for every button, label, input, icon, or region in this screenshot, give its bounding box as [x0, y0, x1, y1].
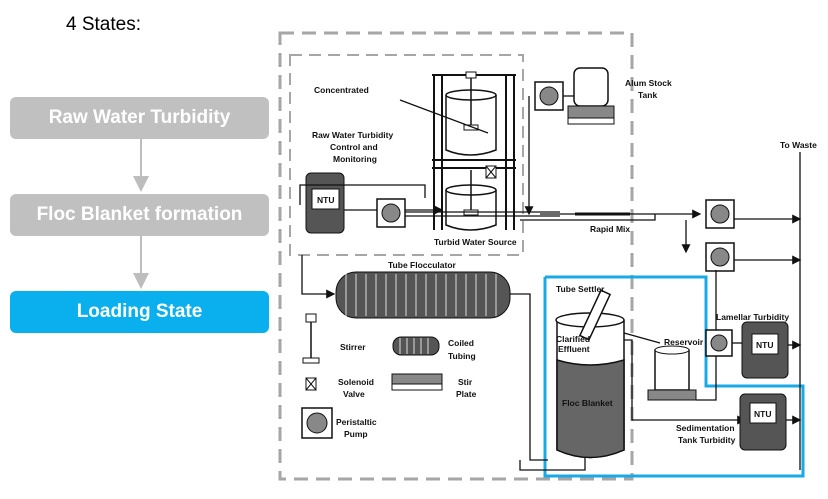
raw-water-label-3: Monitoring	[333, 154, 377, 164]
legend-pump-label: Pump	[344, 429, 368, 439]
state-label: Floc Blanket formation	[36, 204, 243, 225]
legend-stir-plate-icon	[391, 373, 443, 391]
stand-frame	[432, 74, 516, 230]
raw-water-ntu-meter	[305, 172, 345, 234]
state-label: Raw Water Turbidity	[48, 107, 231, 128]
raw-water-label: Raw Water Turbidity	[312, 130, 394, 140]
state-label: Loading State	[76, 301, 203, 322]
state-floc-blanket-formation[interactable]: Floc Blanket formation	[10, 194, 269, 236]
effluent-label: Effluent	[558, 344, 590, 354]
floc-blanket-label: Floc Blanket	[562, 398, 613, 408]
raw-water-dashed-box	[289, 54, 524, 256]
tube-flocculator-label: Tube Flocculator	[388, 260, 457, 270]
legend-solenoid-valve-icon	[305, 377, 317, 391]
lamellar-ntu-meter	[741, 321, 789, 379]
legend-peristaltic-pump-icon	[301, 407, 333, 439]
state-raw-water-turbidity[interactable]: Raw Water Turbidity	[10, 97, 269, 139]
loading-state-highlight	[543, 275, 805, 478]
tube-settler-label: Tube Settler	[556, 284, 605, 294]
ntu-label: NTU	[754, 409, 771, 419]
concentrated-label: Concentrated	[314, 85, 369, 95]
state-loading-state[interactable]: Loading State	[10, 291, 269, 333]
alum-stock-label: Alum Stock	[625, 78, 672, 88]
legend-valve-label: Valve	[343, 389, 365, 399]
sedimentation-ntu-meter	[739, 393, 787, 451]
states-heading: 4 States:	[66, 14, 141, 35]
alum-stock-tank	[567, 67, 615, 125]
legend-stirrer-icon	[302, 313, 320, 364]
lamellar-pump	[705, 329, 733, 357]
turbid-water-tank	[445, 165, 497, 231]
raw-water-loop	[299, 184, 426, 205]
tube-flocculator	[335, 271, 511, 319]
legend-stirrer-label: Stirrer	[340, 342, 366, 352]
concentrated-tank	[445, 71, 497, 156]
turbid-water-source-label: Turbid Water Source	[434, 237, 517, 247]
alum-pump	[534, 81, 564, 111]
ntu-label: NTU	[756, 340, 773, 350]
rapid-mix-label: Rapid Mix	[590, 224, 630, 234]
legend-tubing-label: Tubing	[448, 351, 476, 361]
reservoir-label: Reservoir	[664, 337, 704, 347]
concentrated-pointer	[399, 99, 489, 134]
reservoir-pump	[705, 242, 735, 272]
reservoir	[647, 345, 697, 401]
legend-solenoid-label: Solenoid	[338, 377, 374, 387]
clarified-label: Clarified	[556, 334, 590, 344]
outer-dashed-box	[278, 31, 634, 481]
tank-turbidity-label: Tank Turbidity	[678, 435, 736, 445]
raw-water-pump	[376, 198, 406, 228]
raw-water-label-2: Control and	[330, 142, 378, 152]
waste-pump	[705, 199, 735, 229]
floc-blanket-tank	[555, 289, 625, 459]
alum-tank-label: Tank	[638, 90, 657, 100]
lamellar-turbidity-label: Lamellar Turbidity	[716, 312, 789, 322]
legend-plate-label: Plate	[456, 389, 477, 399]
legend-peristaltic-label: Peristaltic	[336, 417, 377, 427]
to-waste-label: To Waste	[780, 140, 817, 150]
legend-stir-label: Stir	[458, 377, 473, 387]
ntu-label: NTU	[317, 195, 334, 205]
sedimentation-label: Sedimentation	[676, 423, 735, 433]
legend-coiled-label: Coiled	[448, 338, 474, 348]
legend-coiled-tubing-icon	[392, 336, 440, 356]
